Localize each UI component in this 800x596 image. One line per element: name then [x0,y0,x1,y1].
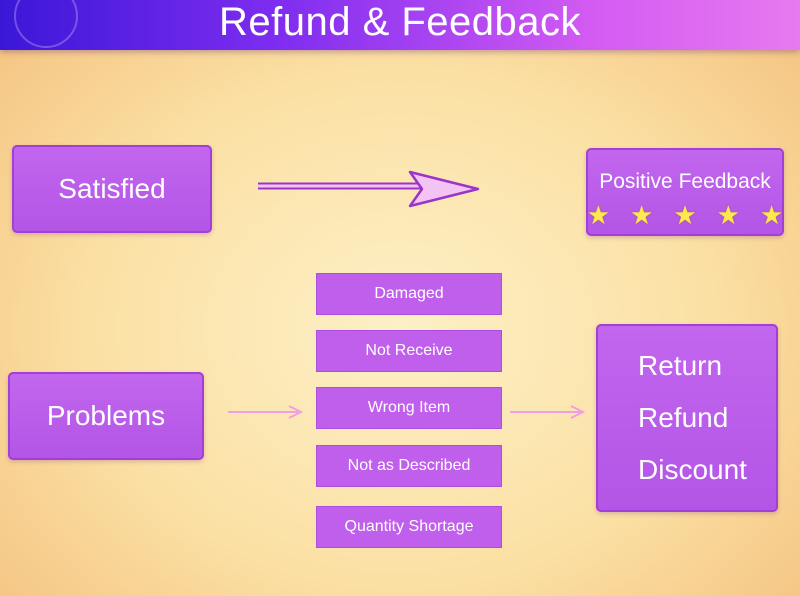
page-title: Refund & Feedback [218,0,582,44]
outcome-discount: Discount [638,454,747,485]
positive-feedback-label: Positive Feedback [599,170,771,193]
satisfied-box: Satisfied [12,145,212,233]
positive-feedback-box: Positive Feedback ★ ★ ★ ★ ★ [586,148,784,236]
problems-to-reasons-arrow [228,405,304,419]
reason-damaged: Damaged [316,273,502,315]
outcome-return: Return [638,350,723,381]
problems-box: Problems [8,372,204,460]
header-bar: Refund & Feedback [0,0,800,50]
star-icon: ★ [673,200,697,230]
outcomes-box: Return Refund Discount [596,324,778,512]
star-icon: ★ [716,200,740,230]
rating-stars: ★ ★ ★ ★ ★ [587,202,784,228]
satisfied-to-feedback-arrow [258,170,480,208]
star-icon: ★ [630,200,654,230]
reason-not-as-described: Not as Described [316,445,502,487]
satisfied-label: Satisfied [58,173,166,204]
reasons-to-outcomes-arrow [510,405,586,419]
reason-wrong-item: Wrong Item [316,387,502,429]
reason-not-receive: Not Receive [316,330,502,372]
problems-label: Problems [46,400,166,431]
star-icon: ★ [759,200,784,230]
reason-quantity-shortage: Quantity Shortage [316,506,502,548]
star-icon: ★ [586,200,611,230]
outcome-refund: Refund [638,402,729,433]
